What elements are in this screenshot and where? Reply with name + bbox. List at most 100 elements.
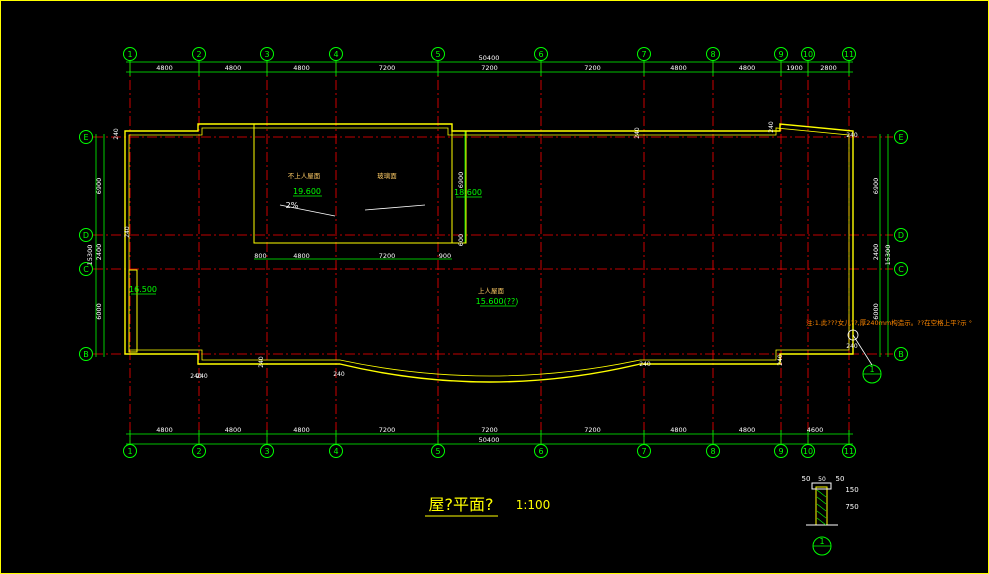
label-roof-no-access: 不上人屋面 <box>288 171 321 180</box>
axis-label-bottom: 8 <box>710 447 715 456</box>
dim-top-total: 50400 <box>479 54 500 62</box>
axis-label-top: 9 <box>778 50 783 59</box>
axis-bubble <box>637 444 651 458</box>
axis-bubble <box>534 47 548 61</box>
axis-bubble <box>706 47 720 61</box>
detail-wall <box>815 486 828 526</box>
detail-hatch <box>816 496 827 505</box>
label-glass-roof: 玻璃面 <box>377 171 397 180</box>
axis-label-bottom: 4 <box>333 447 338 456</box>
dim-bottom: 4600 <box>807 426 824 434</box>
wall-mark: 240 <box>190 373 202 380</box>
axis-bubble <box>774 47 788 61</box>
axis-bubble <box>192 444 206 458</box>
dim-right: 6000 <box>872 303 880 320</box>
section-leader <box>852 334 873 366</box>
dim-top: 4800 <box>670 64 687 72</box>
dim-right: 6900 <box>872 178 880 195</box>
axis-bubble <box>842 47 856 61</box>
axis-lines <box>93 62 893 444</box>
axis-bubble <box>801 444 815 458</box>
wall-mark: 240 <box>768 121 775 133</box>
axis-bubble <box>123 444 137 458</box>
axis-label-top: 6 <box>538 50 543 59</box>
wall-mark: 240 <box>113 128 120 140</box>
detail-hatch <box>816 489 827 498</box>
dim-inner: 900 <box>439 252 451 260</box>
axis-label-top: 10 <box>803 50 813 59</box>
wall-mark: 240 <box>258 356 265 368</box>
axis-label-top: 4 <box>333 50 338 59</box>
dim-bottom: 7200 <box>379 426 396 434</box>
dim-top: 2800 <box>820 64 837 72</box>
dim-right-total: 15300 <box>884 245 892 266</box>
axis-label-top: 2 <box>196 50 201 59</box>
detail-dim: 150 <box>845 486 858 494</box>
detail-marker-label: 1 <box>819 537 824 546</box>
wall-mark: 240 <box>639 361 651 368</box>
wall-mark: 240 <box>846 343 858 350</box>
drawing-title: 屋?平面? <box>429 495 494 514</box>
axis-bubble <box>192 47 206 61</box>
dim-top: 4800 <box>156 64 173 72</box>
axis-label-bottom: 7 <box>641 447 646 456</box>
axis-bubble <box>431 444 445 458</box>
building-outline <box>124 123 854 383</box>
axis-bubble <box>774 444 788 458</box>
axis-label-bottom: 3 <box>264 447 269 456</box>
raised-roof <box>253 124 453 244</box>
axis-bubble <box>534 444 548 458</box>
axis-label-right: C <box>898 265 904 274</box>
wall-mark: 240 <box>846 132 858 139</box>
axis-bubble <box>79 228 93 242</box>
wall-mark: 240 <box>777 354 784 366</box>
axis-bubble <box>894 347 908 361</box>
label-elev-2: 18.600 <box>454 188 482 197</box>
wall-mark: 240 <box>124 226 131 238</box>
axis-bubble <box>894 130 908 144</box>
slope-arrows <box>279 204 426 217</box>
dim-left: 6900 <box>95 178 103 195</box>
dim-inner: 7200 <box>379 252 396 260</box>
label-elev-left: 16.500 <box>129 285 157 294</box>
axis-label-bottom: 2 <box>196 447 201 456</box>
label-roof-access: 上人屋面 <box>478 286 505 295</box>
axis-bubble <box>431 47 445 61</box>
dim-bottom: 4800 <box>739 426 756 434</box>
axis-label-top: 11 <box>844 50 854 59</box>
dim-bottom-total: 50400 <box>479 436 500 444</box>
note-text: 注:1.此???女儿??,厚240mm构造示。??在空格上平?示 ° <box>806 318 972 327</box>
axis-label-left: E <box>83 133 88 142</box>
detail-dim: 50 <box>802 475 811 483</box>
detail-cap <box>811 482 832 490</box>
axis-bubble <box>260 444 274 458</box>
dim-top: 7200 <box>481 64 498 72</box>
wall-mark: 240 <box>634 127 641 139</box>
parapet-inner <box>128 127 850 377</box>
axis-label-bottom: 5 <box>435 447 440 456</box>
axis-bubble <box>637 47 651 61</box>
dim-top: 4800 <box>225 64 242 72</box>
axis-label-left: B <box>83 350 89 359</box>
detail-hatch <box>816 503 827 512</box>
axis-label-left: C <box>83 265 89 274</box>
raised-roof-right <box>452 131 467 244</box>
wall-mark: 240 <box>333 371 345 378</box>
detail-hatch <box>816 517 827 526</box>
axis-bubble <box>894 262 908 276</box>
dim-bottom: 4800 <box>156 426 173 434</box>
dim-top: 4800 <box>739 64 756 72</box>
dim-bottom: 4800 <box>225 426 242 434</box>
axis-label-bottom: 1 <box>127 447 132 456</box>
axis-label-top: 1 <box>127 50 132 59</box>
label-slope: 2% <box>286 201 299 210</box>
axis-bubble <box>123 47 137 61</box>
dim-inner-height: 6900 <box>457 172 465 189</box>
dim-left-total: 15300 <box>86 245 94 266</box>
section-target <box>847 329 859 341</box>
label-elev-1: 19.600 <box>293 187 321 196</box>
axis-bubble <box>79 347 93 361</box>
axis-bubble <box>329 444 343 458</box>
dim-inner-small: 600 <box>457 234 465 246</box>
dim-right: 2400 <box>872 244 880 261</box>
